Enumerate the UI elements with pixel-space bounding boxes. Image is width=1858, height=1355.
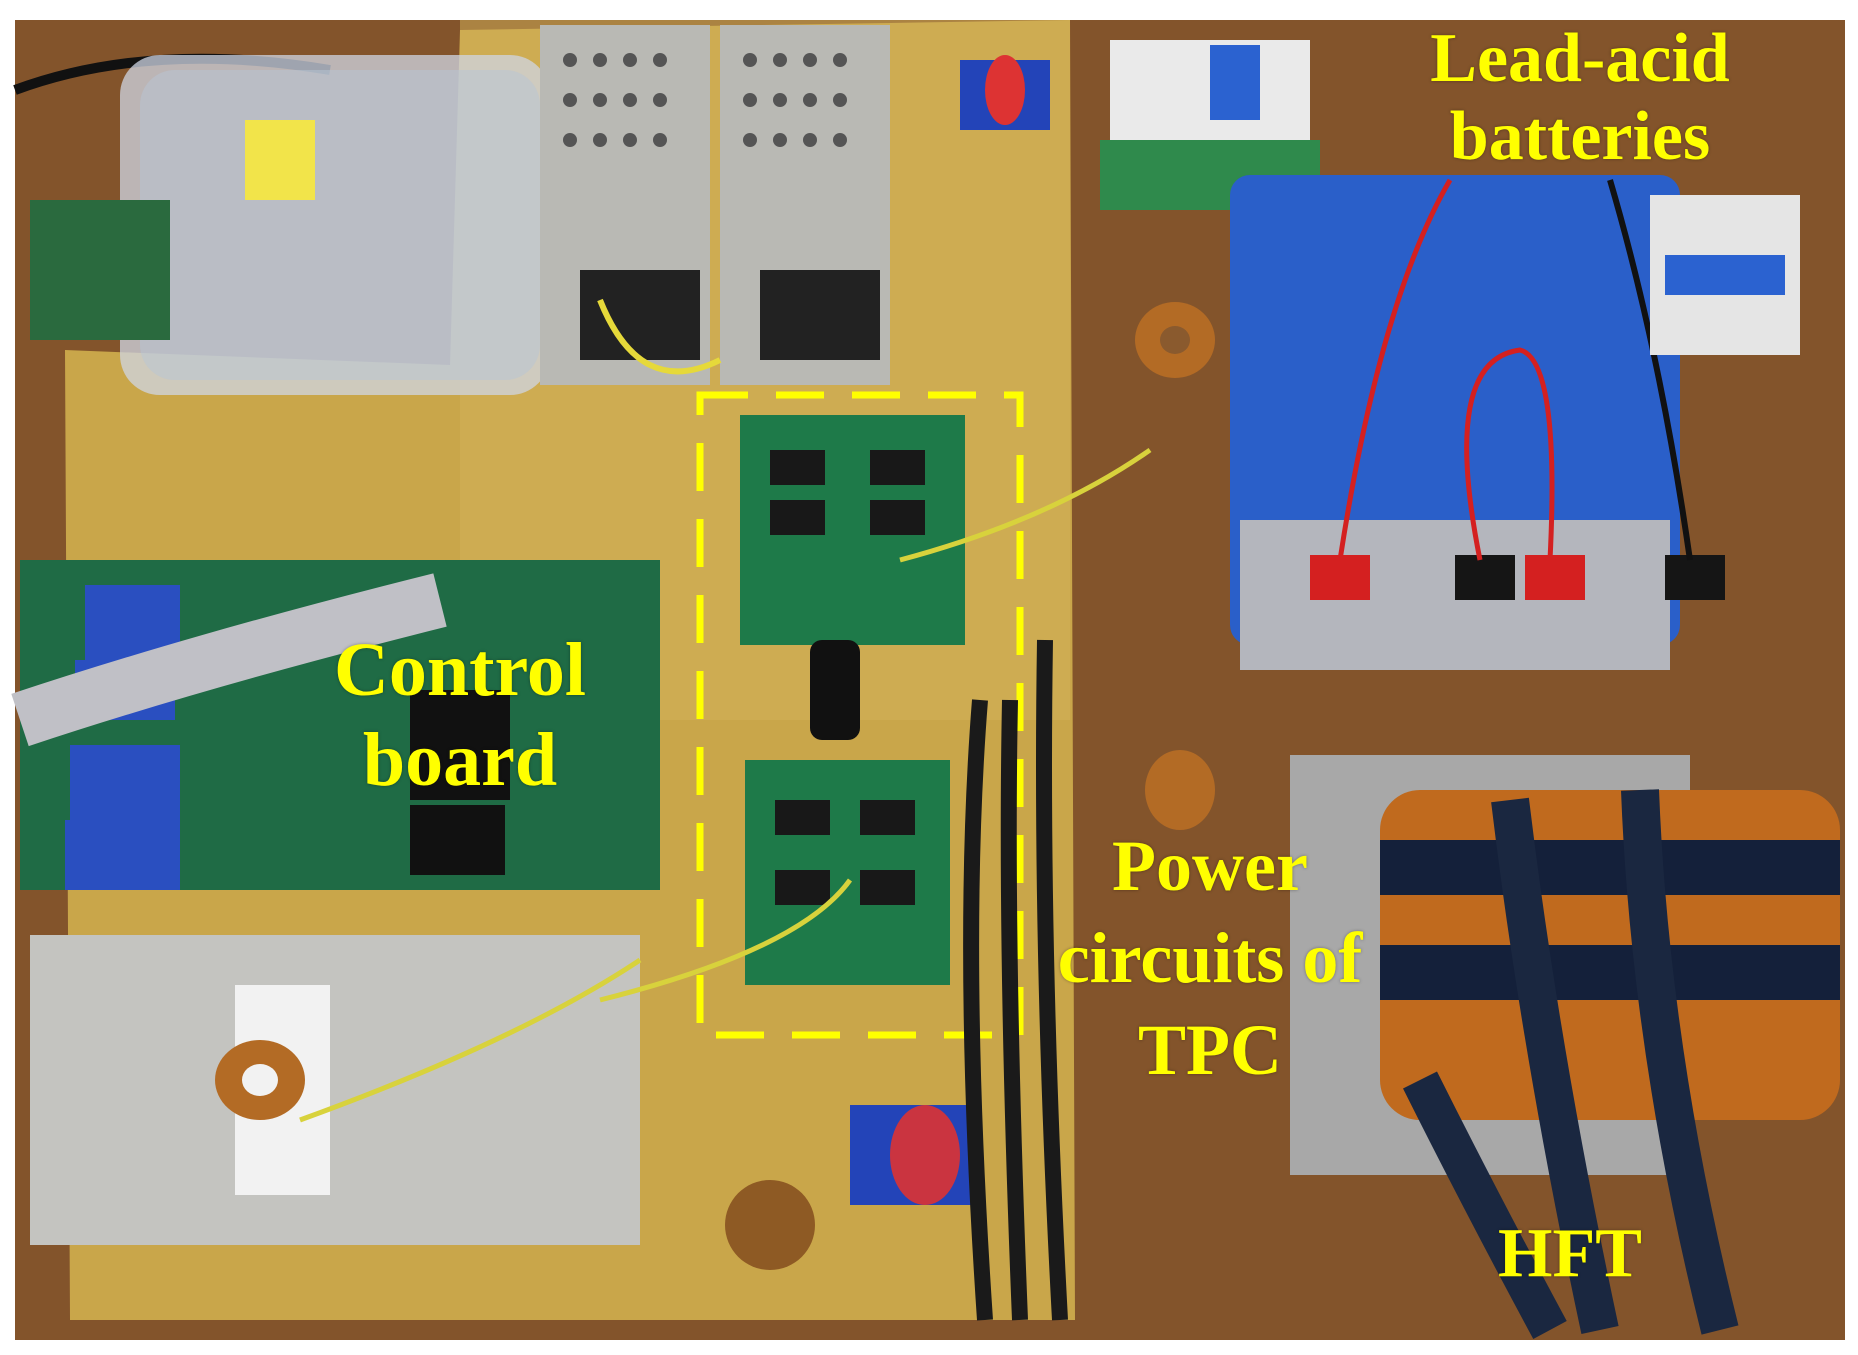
transformer-yellow xyxy=(245,120,315,200)
label-power-line3: TPC xyxy=(1138,1010,1282,1090)
power-circuit-highlight-box xyxy=(696,391,1024,1039)
label-control-board: Control board xyxy=(280,625,640,805)
label-hft: HFT xyxy=(1498,1215,1642,1292)
label-power-line2: circuits of xyxy=(1057,918,1363,998)
psu-bottom xyxy=(30,935,640,1245)
label-control-line1: Control xyxy=(334,628,586,712)
label-battery-line2: batteries xyxy=(1449,98,1711,175)
label-power-circuits: Power circuits of TPC xyxy=(1020,820,1400,1096)
label-power-line1: Power xyxy=(1112,826,1308,906)
label-battery-line1: Lead-acid xyxy=(1430,20,1730,97)
label-control-line2: board xyxy=(362,718,558,802)
label-lead-acid-batteries: Lead-acid batteries xyxy=(1370,20,1790,176)
